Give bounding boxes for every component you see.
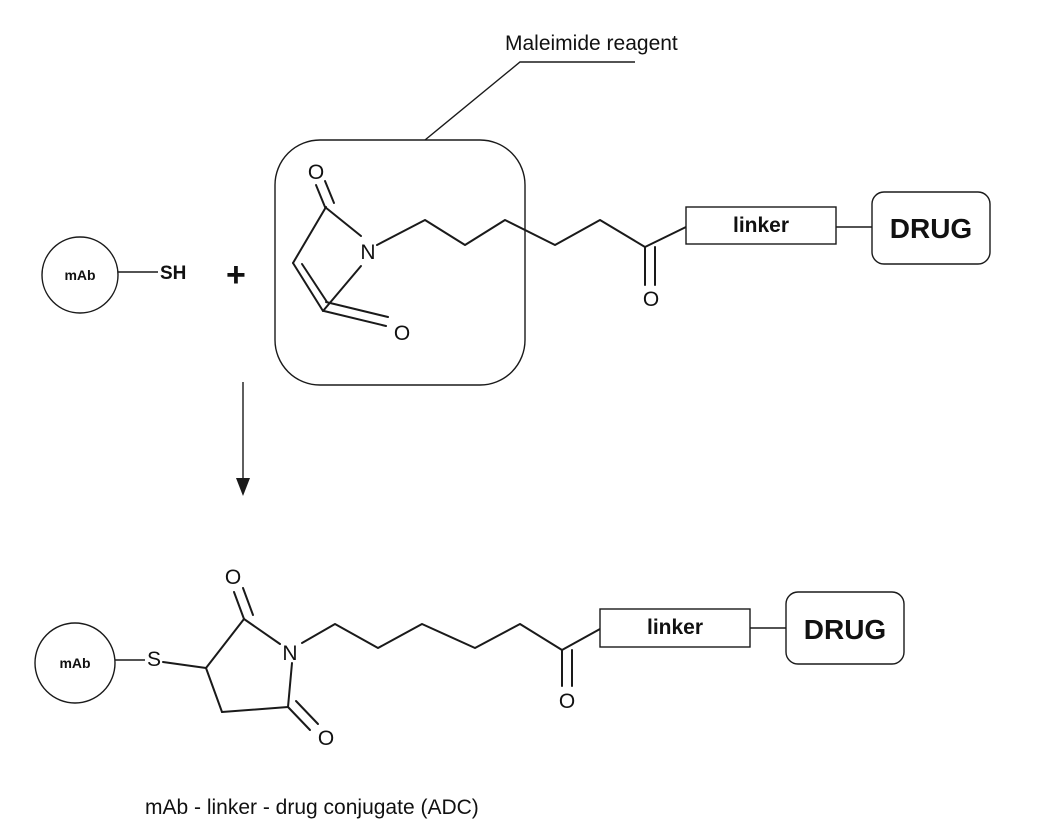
reactant-carbonyl-oxygen: O [643, 288, 659, 311]
succinimide-product: N O O O linker DRUG [162, 566, 905, 750]
thiol-label: SH [160, 263, 186, 284]
product-carbonyl-oxygen: O [559, 690, 575, 713]
maleimide-ring: N O O [292, 161, 410, 345]
succinimide-oxygen-bottom: O [318, 727, 334, 750]
reactant-alkyl-chain [376, 219, 646, 248]
reactant-linker-box [685, 206, 837, 245]
product-antibody: mAb S [34, 622, 161, 704]
succinimide-ring: N O O [162, 566, 334, 750]
product-mab-label: mAb [59, 655, 90, 671]
arrow-head [236, 478, 250, 496]
callout-leader-line [424, 61, 635, 141]
product-drug-label: DRUG [804, 614, 886, 645]
plus-sign: + [226, 256, 246, 294]
reaction-arrow [236, 382, 250, 496]
product-linker-label: linker [647, 616, 703, 639]
product-linker-box [599, 608, 751, 648]
callout-label: Maleimide reagent [505, 32, 678, 55]
succinimide-oxygen-top: O [225, 566, 241, 589]
maleimide-oxygen-top: O [308, 161, 324, 184]
reactant-linker-label: linker [733, 214, 789, 237]
reactant-antibody: mAb SH [41, 236, 186, 314]
product-sulfur: S [147, 648, 161, 671]
reactant-drug-box [871, 191, 991, 265]
maleimide-nitrogen: N [360, 241, 375, 264]
mab-label: mAb [64, 267, 95, 283]
mab-circle [41, 236, 119, 314]
product-alkyl-chain [301, 623, 563, 651]
maleimide-reagent: N O O O linker DRUG [274, 139, 991, 386]
product-mab-circle [34, 622, 116, 704]
maleimide-oxygen-bottom: O [394, 322, 410, 345]
reactant-drug-label: DRUG [890, 213, 972, 244]
reagent-callout: Maleimide reagent [424, 32, 678, 141]
maleimide-highlight-box [274, 139, 526, 386]
product-caption: mAb - linker - drug conjugate (ADC) [145, 796, 479, 819]
succinimide-nitrogen: N [282, 642, 297, 665]
product-drug-box [785, 591, 905, 665]
